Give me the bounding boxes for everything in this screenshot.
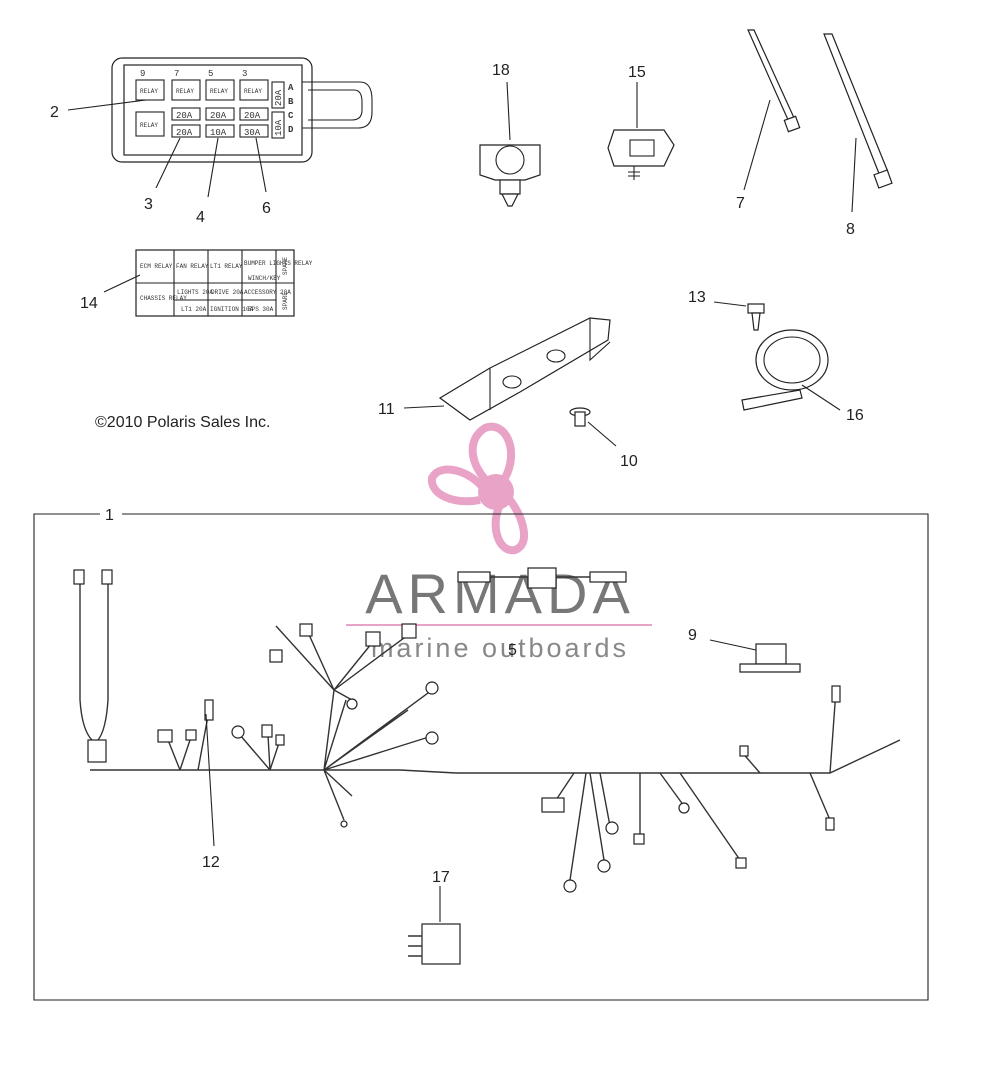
fuse-rating: 20A <box>210 111 227 121</box>
callout-14: 14 <box>80 295 98 312</box>
wire-harness-part-12 <box>73 569 901 893</box>
watermark-brand: ARMADA <box>365 562 635 625</box>
callout-18: 18 <box>492 62 510 79</box>
fuse-rating: 10A <box>210 128 227 138</box>
connector-part-15 <box>607 129 675 180</box>
callout-3: 3 <box>144 196 153 213</box>
fuse-rating: 20A <box>244 111 261 121</box>
fuse-rating: 20A <box>176 111 193 121</box>
callout-5: 5 <box>508 642 517 659</box>
mini-breaker-part-9 <box>739 643 801 673</box>
callout-16: 16 <box>846 407 864 424</box>
relay-part-17 <box>408 923 461 965</box>
cable-tie-part-7 <box>747 29 801 133</box>
fuse-box-top-number: 9 <box>140 69 145 79</box>
decal-cell: WINCH/KEY <box>248 275 281 282</box>
decal-cell: SPARE <box>282 257 289 275</box>
fuse-rating: 10A <box>274 119 284 136</box>
decal-cell: SPARE <box>282 292 289 310</box>
fuse-decal-part-14: ECM RELAY FAN RELAY LT1 RELAY BUMPER LIG… <box>135 249 313 317</box>
decal-cell: LT1 20A <box>181 306 207 313</box>
copyright-notice: ©2010 Polaris Sales Inc. <box>95 414 270 431</box>
callout-1: 1 <box>105 507 114 524</box>
cable-tie-part-8 <box>823 33 893 189</box>
screw-part-13 <box>747 303 765 331</box>
fuse-box-assembly: 9 7 5 3 RELAY RELAY RELAY RELAY RELAY 20… <box>111 57 373 163</box>
callout-10: 10 <box>620 453 638 470</box>
decal-cell: DRIVE 20A <box>211 289 244 296</box>
fuse-row-letter: B <box>288 97 294 107</box>
fuse-rating: 20A <box>274 89 284 106</box>
fuse-row-letter: D <box>288 125 294 135</box>
armada-watermark: ARMADA marine outboards <box>346 422 652 663</box>
decal-cell: EPS 30A <box>248 306 274 313</box>
fuse-row-letter: C <box>288 111 294 121</box>
callout-7: 7 <box>736 195 745 212</box>
callout-11: 11 <box>378 401 395 418</box>
callout-12: 12 <box>202 854 220 871</box>
callout-8: 8 <box>846 221 855 238</box>
callout-17: 17 <box>432 869 450 886</box>
fuse-box-top-number: 5 <box>208 69 213 79</box>
fuse-rating: 20A <box>176 128 193 138</box>
fuse-box-top-number: 7 <box>174 69 179 79</box>
decal-cell: CHASSIS RELAY <box>140 295 187 302</box>
decal-cell: LT1 RELAY <box>210 263 243 270</box>
fuse-box-top-number: 3 <box>242 69 247 79</box>
relay-label: RELAY <box>244 88 262 95</box>
decal-cell: FAN RELAY <box>176 263 209 270</box>
push-pin-part-10 <box>569 407 591 427</box>
callout-6: 6 <box>262 200 271 217</box>
callout-2: 2 <box>50 104 59 121</box>
decal-cell: IGNITION 10A <box>210 306 254 313</box>
decal-cell: ECM RELAY <box>140 263 173 270</box>
callout-15: 15 <box>628 64 646 81</box>
relay-label: RELAY <box>140 88 158 95</box>
clip-part-18 <box>479 144 541 207</box>
decal-cell: LIGHTS 20A <box>177 289 213 296</box>
callout-4: 4 <box>196 209 205 226</box>
decal-cell: BUMPER LIGHTS RELAY <box>244 260 313 267</box>
decal-cell: ACCESSORY 20A <box>244 289 291 296</box>
relay-label: RELAY <box>210 88 228 95</box>
inline-fuse-part-5 <box>457 567 627 589</box>
callout-13: 13 <box>688 289 706 306</box>
bracket-part-11 <box>438 317 611 421</box>
clamp-part-16 <box>741 329 829 411</box>
propeller-logo <box>428 422 529 555</box>
callout-9: 9 <box>688 627 697 644</box>
relay-label: RELAY <box>140 122 158 129</box>
relay-label: RELAY <box>176 88 194 95</box>
fuse-row-letter: A <box>288 83 294 93</box>
fuse-rating: 30A <box>244 128 261 138</box>
